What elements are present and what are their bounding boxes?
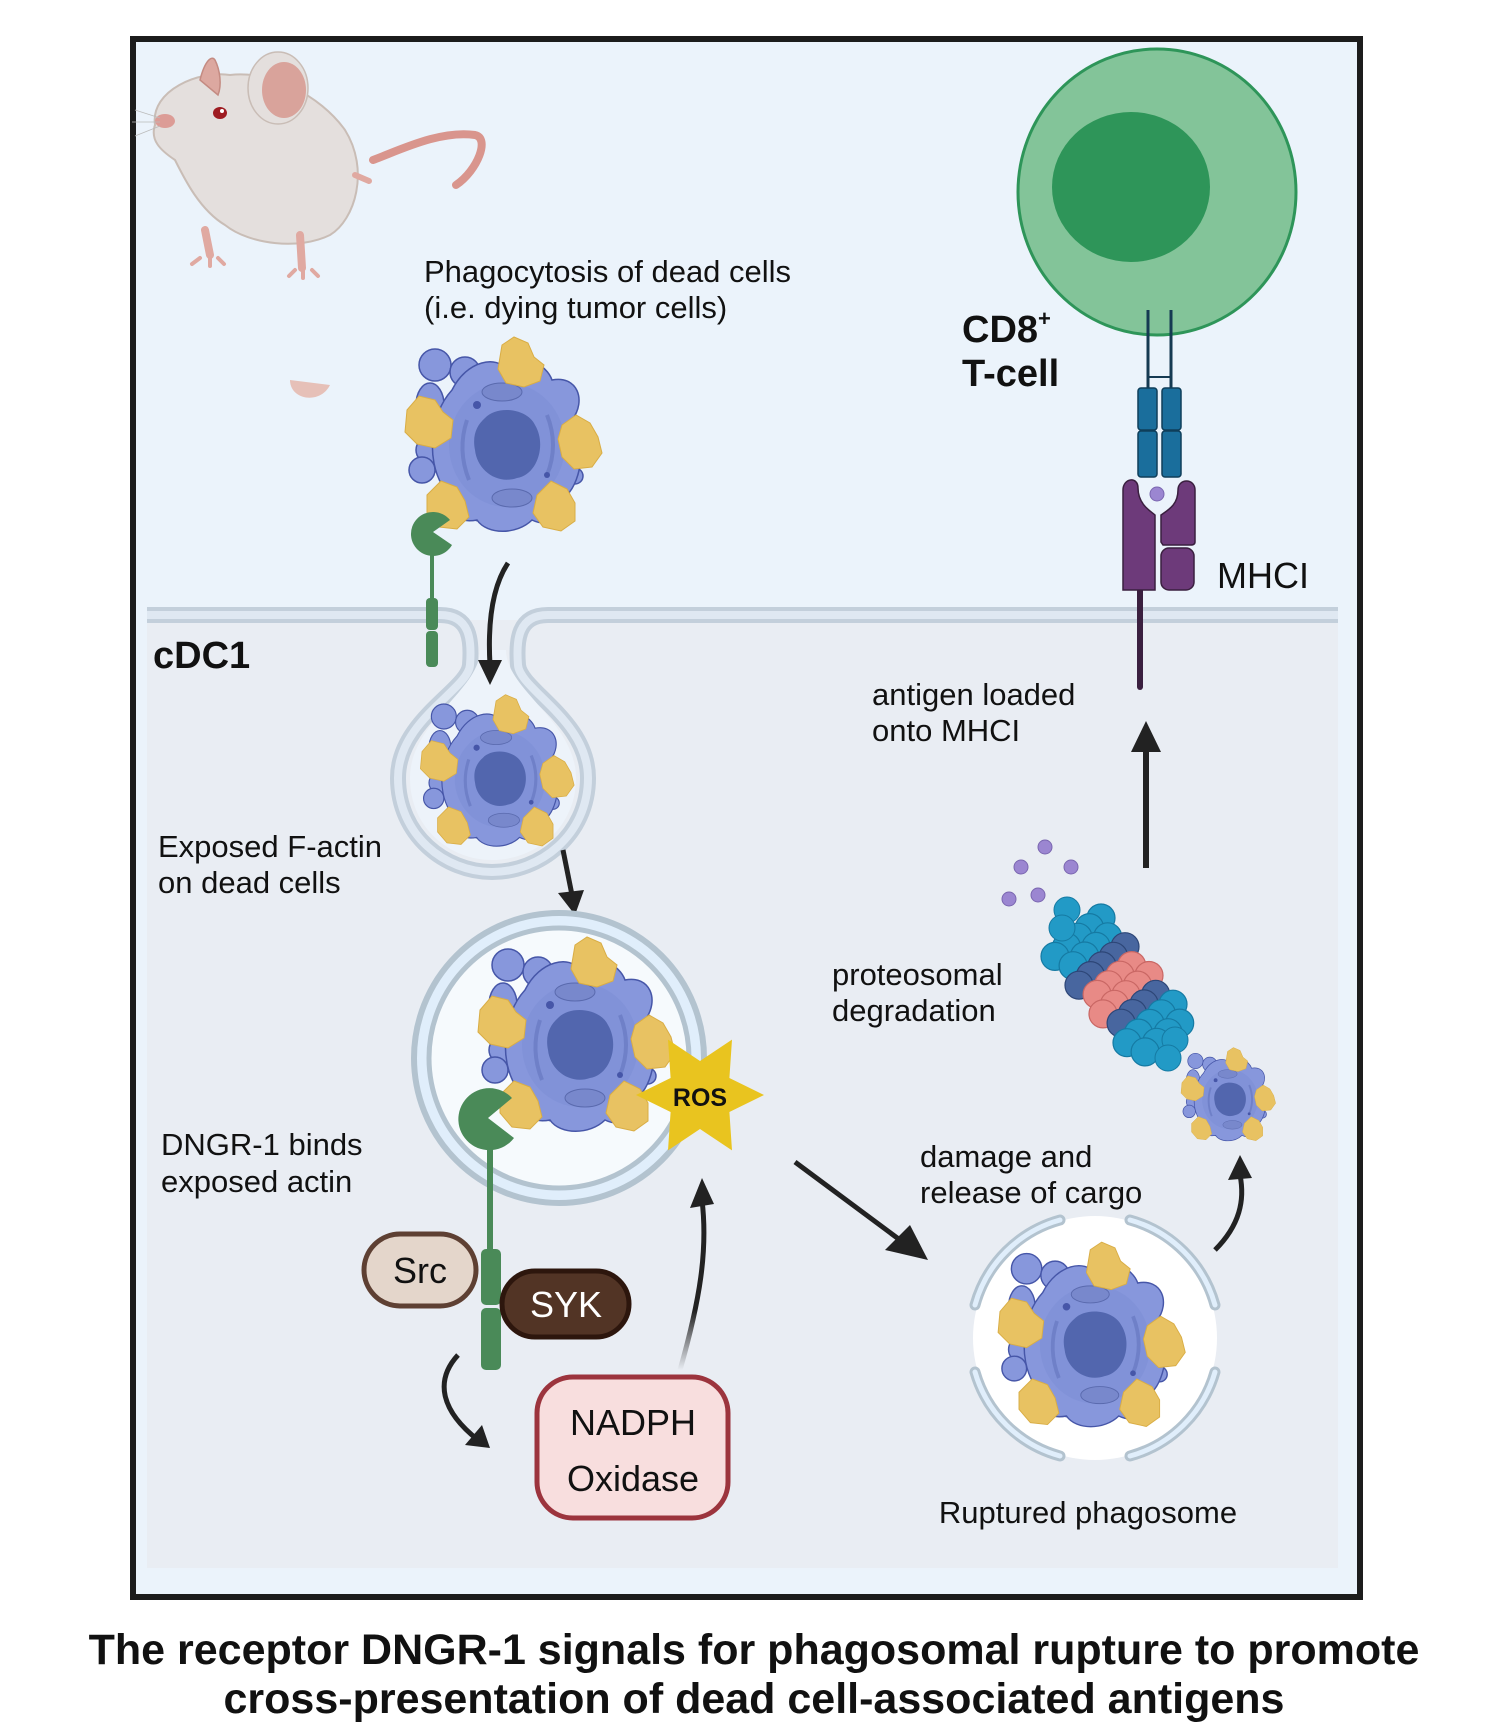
arrow-head [478, 660, 502, 685]
src-label: Src [393, 1250, 447, 1291]
proteasome-subunit [1130, 1037, 1160, 1067]
nadph-label-line2: Oxidase [567, 1458, 699, 1499]
nadph-label-line1: NADPH [570, 1402, 696, 1443]
mhci-label: MHCI [1217, 555, 1309, 596]
arrow-head [1131, 721, 1161, 752]
factin-label-line2: on dead cells [158, 865, 341, 900]
dngr-label-line1: DNGR-1 binds [161, 1127, 363, 1162]
arrow-head [690, 1178, 714, 1208]
proteasome-icon [1040, 896, 1195, 1072]
mouse-icon [132, 51, 486, 398]
arrow-release [1213, 1174, 1245, 1252]
ros-star-icon: ROS [636, 1039, 764, 1151]
antigen-label-line2: onto MHCI [872, 713, 1020, 748]
arrow-head [885, 1225, 928, 1260]
cd8-label: CD8+ [962, 306, 1051, 351]
phagocytosis-label-line1: Phagocytosis of dead cells [424, 254, 791, 289]
tcell-label: T-cell [962, 353, 1059, 395]
arrow-phagocytosis [486, 561, 511, 666]
ruptured-label: Ruptured phagosome [939, 1495, 1237, 1530]
cd8-label-sup: + [1038, 306, 1051, 331]
syk-label: SYK [530, 1284, 602, 1325]
peptide-icon [1030, 887, 1046, 903]
peptide-icon [1001, 891, 1017, 907]
arrow-head [465, 1425, 490, 1448]
proteasome-subunit [1154, 1044, 1182, 1072]
proteasome-subunit [1048, 914, 1076, 942]
cdc1-label: cDC1 [153, 635, 250, 677]
peptide-icon [1037, 839, 1053, 855]
arrow-to-phagosome [560, 849, 575, 896]
arrow-to-nadph [441, 1353, 480, 1442]
nadph-oxidase: NADPH Oxidase [534, 1374, 731, 1521]
syk-kinase: SYK [499, 1268, 632, 1340]
peptide-icon [1013, 859, 1029, 875]
arrow-to-rupture [793, 1159, 902, 1243]
arrow-head [1228, 1155, 1252, 1180]
damage-label-line2: release of cargo [920, 1175, 1142, 1210]
arrow-to-ros [677, 1199, 707, 1371]
dngr1-receptor-icon [410, 511, 452, 667]
phagocytosis-label-line2: (i.e. dying tumor cells) [424, 290, 727, 325]
proteo-label-line2: degradation [832, 993, 996, 1028]
ros-label: ROS [673, 1084, 727, 1112]
factin-label-line1: Exposed F-actin [158, 829, 382, 864]
figure-title-line1: The receptor DNGR-1 signals for phagosom… [89, 1626, 1420, 1674]
dngr1-receptor-icon [458, 1088, 514, 1370]
proteo-label-line1: proteosomal [832, 957, 1003, 992]
antigen-label-line1: antigen loaded [872, 677, 1075, 712]
figure-title-line2: cross-presentation of dead cell-associat… [224, 1675, 1285, 1723]
src-kinase: Src [361, 1231, 479, 1309]
damage-label-line1: damage and [920, 1139, 1092, 1174]
t-cell-receptor-icon [1137, 310, 1182, 478]
t-cell-icon [1016, 47, 1298, 337]
peptide-icon [1063, 859, 1079, 875]
cd8-label-main: CD8 [962, 309, 1038, 351]
dngr-label-line2: exposed actin [161, 1164, 352, 1199]
arrow-head [558, 890, 584, 915]
peptides [1001, 839, 1079, 907]
mhc-class-i-icon [1122, 479, 1196, 690]
